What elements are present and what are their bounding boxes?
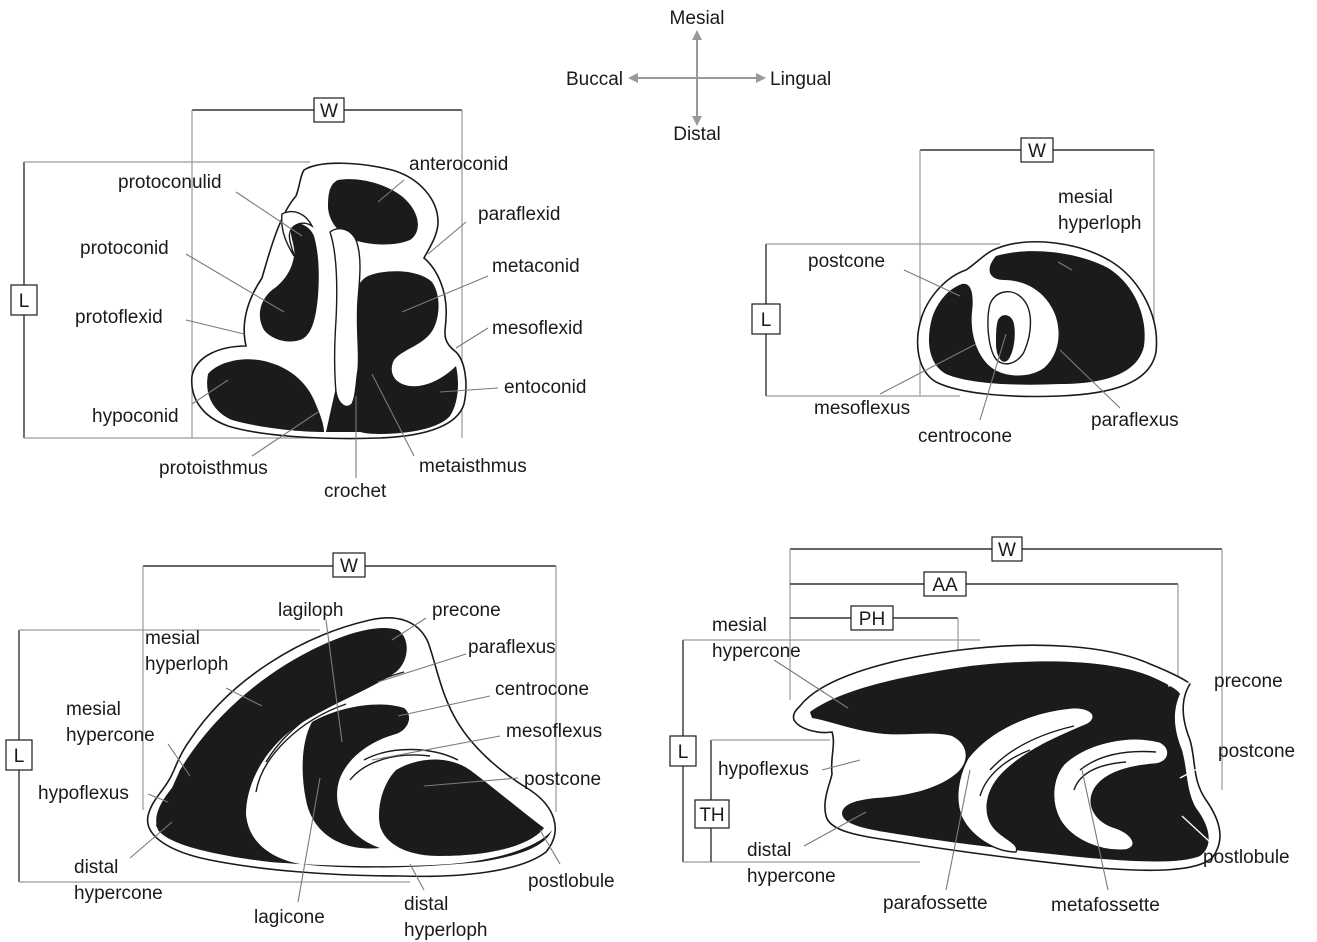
compass-label-lingual: Lingual	[770, 69, 831, 90]
orientation-compass: Mesial Distal Buccal Lingual	[566, 8, 831, 145]
panel-c-label-mesial-hypercone-1: mesial	[66, 699, 121, 720]
panel-d-length-label: L	[678, 742, 689, 763]
panel-a-label-paraflexid: paraflexid	[478, 204, 560, 225]
panel-d-label-postcone: postcone	[1218, 741, 1295, 762]
panel-b-label-paraflexus: paraflexus	[1091, 410, 1179, 431]
panel-a-label-protoconid: protoconid	[80, 238, 169, 259]
panel-a-label-anteroconid: anteroconid	[409, 154, 508, 175]
panel-d-upper-tooth: W AA PH L TH mesial hypercone preco	[670, 537, 1295, 916]
panel-d-label-mesial-hypercone-2: hypercone	[712, 641, 801, 662]
panel-b-length-label: L	[761, 310, 772, 331]
panel-a-label-metaconid: metaconid	[492, 256, 580, 277]
panel-d-aa-label: AA	[932, 575, 958, 596]
compass-arrow-left-icon	[628, 73, 638, 83]
panel-c-label-mesial-hyperloph-2: hyperloph	[145, 654, 228, 675]
panel-d-label-metafossette: metafossette	[1051, 895, 1160, 916]
compass-label-mesial: Mesial	[670, 8, 725, 29]
panel-a-leader-protoflexid	[186, 320, 244, 334]
compass-arrow-right-icon	[756, 73, 766, 83]
panel-a-label-protoconulid: protoconulid	[118, 172, 222, 193]
panel-a-label-protoflexid: protoflexid	[75, 307, 163, 328]
panel-c-label-lagiloph: lagiloph	[278, 600, 344, 621]
panel-a-label-hypoconid: hypoconid	[92, 406, 179, 427]
panel-c-label-distal-hypercone-1: distal	[74, 857, 118, 878]
compass-label-distal: Distal	[673, 124, 721, 145]
panel-d-th-label: TH	[699, 805, 724, 826]
panel-c-label-paraflexus: paraflexus	[468, 637, 556, 658]
panel-a-length-label: L	[19, 291, 30, 312]
panel-c-label-postlobule: postlobule	[528, 871, 615, 892]
panel-b-label-centrocone: centrocone	[918, 426, 1012, 447]
panel-d-label-mesial-hypercone-1: mesial	[712, 615, 767, 636]
panel-c-label-precone: precone	[432, 600, 501, 621]
panel-d-label-hypoflexus: hypoflexus	[718, 759, 809, 780]
panel-b-label-mesial-hyperloph-1: mesial	[1058, 187, 1113, 208]
panel-b-label-postcone: postcone	[808, 251, 885, 272]
panel-a-label-entoconid: entoconid	[504, 377, 586, 398]
panel-a-label-mesoflexid: mesoflexid	[492, 318, 583, 339]
panel-d-label-distal-hypercone-1: distal	[747, 840, 791, 861]
panel-c-length-label: L	[14, 746, 25, 767]
panel-c-label-distal-hyperloph-1: distal	[404, 894, 448, 915]
panel-b-upper-tooth: W L mesial hyperloph postcone mesoflexus…	[752, 138, 1179, 447]
panel-c-label-centrocone: centrocone	[495, 679, 589, 700]
panel-c-label-distal-hypercone-2: hypercone	[74, 883, 163, 904]
panel-c-label-distal-hyperloph-2: hyperloph	[404, 920, 487, 941]
compass-arrow-up-icon	[692, 30, 702, 40]
compass-label-buccal: Buccal	[566, 69, 623, 90]
panel-a-label-protoisthmus: protoisthmus	[159, 458, 268, 479]
panel-c-label-hypoflexus: hypoflexus	[38, 783, 129, 804]
panel-d-ph-label: PH	[859, 609, 885, 630]
panel-c-label-mesial-hyperloph-1: mesial	[145, 628, 200, 649]
panel-a-leader-mesoflexid	[456, 328, 488, 348]
panel-c-label-mesoflexus: mesoflexus	[506, 721, 602, 742]
panel-b-label-mesoflexus: mesoflexus	[814, 398, 910, 419]
panel-c-label-mesial-hypercone-2: hypercone	[66, 725, 155, 746]
panel-c-width-label: W	[340, 556, 358, 577]
panel-d-label-parafossette: parafossette	[883, 893, 988, 914]
panel-a-label-metaisthmus: metaisthmus	[419, 456, 527, 477]
panel-a-lower-molar: W L anteroconid protoconulid parafl	[11, 98, 586, 502]
panel-b-label-mesial-hyperloph-2: hyperloph	[1058, 213, 1141, 234]
panel-c-upper-tooth: W L lagiloph precone mesial hyperloph pa…	[6, 553, 615, 941]
panel-d-label-precone: precone	[1214, 671, 1283, 692]
panel-c-label-postcone: postcone	[524, 769, 601, 790]
panel-d-label-distal-hypercone-2: hypercone	[747, 866, 836, 887]
panel-a-width-label: W	[320, 101, 338, 122]
panel-d-label-postlobule: postlobule	[1203, 847, 1290, 868]
panel-c-label-lagicone: lagicone	[254, 907, 325, 928]
panel-a-label-crochet: crochet	[324, 481, 387, 502]
panel-d-width-label: W	[998, 540, 1016, 561]
panel-b-width-label: W	[1028, 141, 1046, 162]
